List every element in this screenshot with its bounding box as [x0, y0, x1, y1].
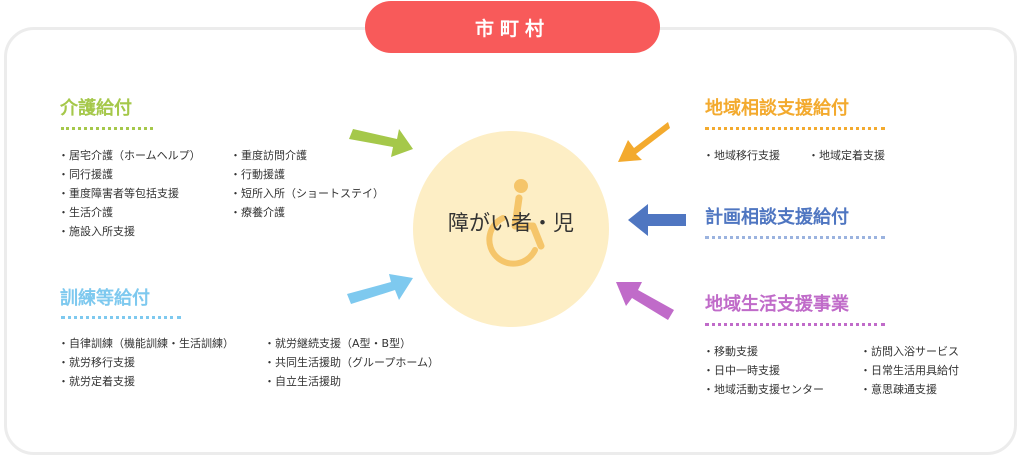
list-item: 就労移行支援: [58, 353, 234, 372]
list-item: 移動支援: [703, 342, 824, 361]
chiiki-soudan-arrow-icon: [618, 122, 670, 162]
kunren-arrow-icon: [347, 274, 413, 304]
chiiki-soudan-list-2: 地域定着支援: [808, 146, 885, 165]
list-item: 日中一時支援: [703, 361, 824, 380]
keikaku-soudan-divider: [705, 236, 885, 239]
list-item: 地域移行支援: [703, 146, 780, 165]
list-item: 短所入所（ショートステイ）: [230, 184, 384, 203]
list-item: 就労継続支援（A型・B型）: [264, 334, 439, 353]
list-item: 施設入所支援: [58, 222, 201, 241]
list-item: 療養介護: [230, 203, 384, 222]
kaigo-title: 介護給付: [60, 98, 132, 119]
kaigo-list-2: 重度訪問介護行動援護短所入所（ショートステイ）療養介護: [230, 146, 384, 222]
list-item: 自立生活援助: [264, 372, 439, 391]
municipality-label: 市町村: [365, 1, 660, 53]
list-item: 同行援護: [58, 165, 201, 184]
chiiki-seikatsu-title: 地域生活支援事業: [705, 294, 849, 315]
list-item: 日常生活用具給付: [860, 361, 959, 380]
list-item: 行動援護: [230, 165, 384, 184]
list-item: 重度障害者等包括支援: [58, 184, 201, 203]
kunren-title: 訓練等給付: [60, 288, 150, 309]
chiiki-soudan-divider: [705, 127, 885, 130]
keikaku-soudan-arrow-icon: [628, 204, 686, 236]
chiiki-soudan-title: 地域相談支援給付: [705, 98, 849, 119]
list-item: 地域定着支援: [808, 146, 885, 165]
wheelchair-icon: [486, 179, 545, 267]
list-item: 生活介護: [58, 203, 201, 222]
list-item: 意思疎通支援: [860, 380, 959, 399]
kaigo-divider: [61, 127, 153, 130]
chiiki-soudan-list-1: 地域移行支援: [703, 146, 780, 165]
kaigo-arrow-icon: [349, 129, 413, 157]
center-circle: [413, 131, 609, 327]
list-item: 自律訓練（機能訓練・生活訓練）: [58, 334, 234, 353]
list-item: 居宅介護（ホームヘルプ）: [58, 146, 201, 165]
list-item: 地域活動支援センター: [703, 380, 824, 399]
kunren-list-1: 自律訓練（機能訓練・生活訓練）就労移行支援就労定着支援: [58, 334, 234, 391]
chiiki-seikatsu-list-2: 訪問入浴サービス日常生活用具給付意思疎通支援: [860, 342, 959, 399]
kaigo-list-1: 居宅介護（ホームヘルプ）同行援護重度障害者等包括支援生活介護施設入所支援: [58, 146, 201, 241]
kunren-divider: [61, 316, 181, 319]
chiiki-seikatsu-divider: [705, 323, 885, 326]
keikaku-soudan-title: 計画相談支援給付: [705, 207, 849, 228]
list-item: 訪問入浴サービス: [860, 342, 959, 361]
list-item: 就労定着支援: [58, 372, 234, 391]
list-item: 共同生活援助（グループホーム）: [264, 353, 439, 372]
center-title: 障がい者・児: [448, 211, 574, 235]
list-item: 重度訪問介護: [230, 146, 384, 165]
kunren-list-2: 就労継続支援（A型・B型）共同生活援助（グループホーム）自立生活援助: [264, 334, 439, 391]
chiiki-seikatsu-arrow-icon: [616, 282, 674, 320]
chiiki-seikatsu-list-1: 移動支援日中一時支援地域活動支援センター: [703, 342, 824, 399]
